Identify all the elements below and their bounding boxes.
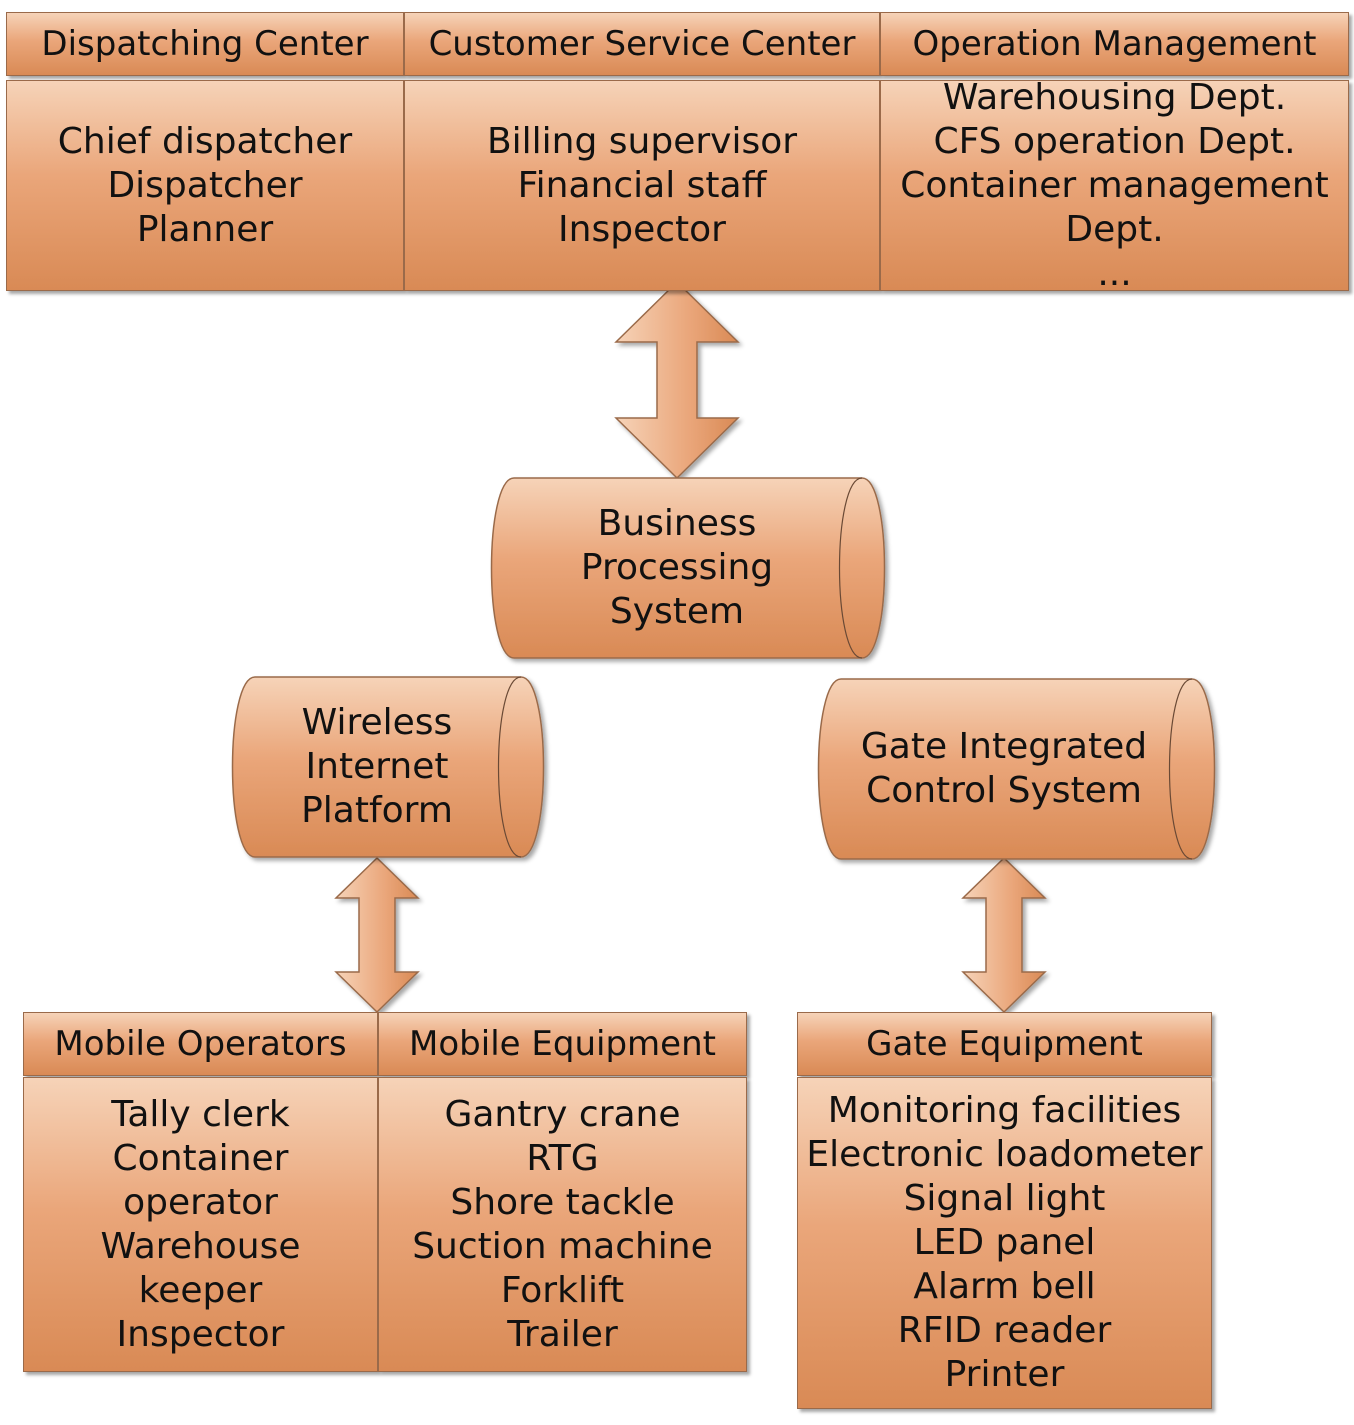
operation-management-body: Warehousing Dept. CFS operation Dept. Co… — [880, 77, 1349, 294]
customer-service-title: Customer Service Center — [428, 24, 856, 64]
list-item: operator — [123, 1181, 278, 1223]
list-item: Gantry crane — [444, 1093, 681, 1135]
list-item: Trailer — [507, 1313, 618, 1355]
label-line: System — [609, 591, 745, 632]
business-processing-label: Business Processing System — [495, 478, 859, 658]
wireless-platform-label: Wireless Internet Platform — [236, 677, 518, 857]
list-item: Printer — [944, 1354, 1065, 1395]
list-item: Monitoring facilities — [827, 1090, 1182, 1131]
list-item: Dept. — [1065, 208, 1164, 250]
label-line: Wireless — [301, 702, 453, 743]
list-item: CFS operation Dept. — [933, 120, 1296, 162]
list-item: Planner — [136, 208, 274, 250]
mobile-equipment-title: Mobile Equipment — [409, 1024, 716, 1064]
label-line: Gate Integrated — [860, 726, 1148, 767]
list-item: Warehouse — [100, 1225, 301, 1267]
list-item: Inspector — [558, 208, 726, 250]
mobile-operators-title: Mobile Operators — [54, 1024, 347, 1064]
operation-management-title: Operation Management — [912, 24, 1317, 64]
dispatching-center-title: Dispatching Center — [41, 24, 369, 64]
gate-equipment-body: Monitoring facilities Electronic loadome… — [797, 1077, 1212, 1409]
dispatching-center-body: Chief dispatcher Dispatcher Planner — [6, 80, 404, 291]
list-item: ... — [1097, 252, 1132, 294]
gate-control-cylinder — [817, 678, 1216, 860]
list-item: Financial staff — [517, 164, 767, 206]
mobile-equipment-header: Mobile Equipment — [378, 1012, 747, 1076]
double-arrow-right — [961, 856, 1047, 1014]
double-arrow-left — [334, 856, 420, 1014]
list-item: Signal light — [903, 1178, 1106, 1219]
list-item: RFID reader — [897, 1310, 1112, 1351]
list-item: Inspector — [116, 1313, 285, 1355]
wireless-platform-cylinder — [231, 676, 545, 858]
list-item: keeper — [138, 1269, 263, 1311]
double-arrow-top — [614, 280, 740, 480]
list-item: Billing supervisor — [486, 120, 798, 162]
list-item: RTG — [526, 1137, 599, 1179]
list-item: Dispatcher — [107, 164, 303, 206]
list-item: LED panel — [913, 1222, 1096, 1263]
list-item: Suction machine — [412, 1225, 713, 1267]
business-processing-cylinder — [490, 477, 886, 659]
list-item: Chief dispatcher — [57, 120, 353, 162]
mobile-operators-header: Mobile Operators — [23, 1012, 378, 1076]
label-line: Business — [597, 503, 757, 544]
dispatching-center-header: Dispatching Center — [6, 12, 404, 76]
gate-equipment-title: Gate Equipment — [866, 1024, 1143, 1064]
label-line: Processing — [580, 547, 774, 588]
label-line: Platform — [301, 790, 453, 831]
label-line: Internet — [305, 746, 449, 787]
customer-service-header: Customer Service Center — [404, 12, 880, 76]
mobile-operators-body: Tally clerk Container operator Warehouse… — [23, 1077, 378, 1372]
list-item: Alarm bell — [913, 1266, 1096, 1307]
list-item: Warehousing Dept. — [942, 76, 1287, 118]
label-line: Control System — [866, 770, 1142, 811]
list-item: Tally clerk — [111, 1093, 290, 1135]
mobile-equipment-body: Gantry crane RTG Shore tackle Suction ma… — [378, 1077, 747, 1372]
list-item: Container management — [900, 164, 1329, 206]
list-item: Shore tackle — [450, 1181, 675, 1223]
operation-management-header: Operation Management — [880, 12, 1349, 76]
list-item: Container — [112, 1137, 289, 1179]
customer-service-body: Billing supervisor Financial staff Inspe… — [404, 80, 880, 291]
list-item: Electronic loadometer — [806, 1134, 1203, 1175]
list-item: Forklift — [500, 1269, 625, 1311]
gate-control-label: Gate Integrated Control System — [820, 679, 1188, 859]
gate-equipment-header: Gate Equipment — [797, 1012, 1212, 1076]
